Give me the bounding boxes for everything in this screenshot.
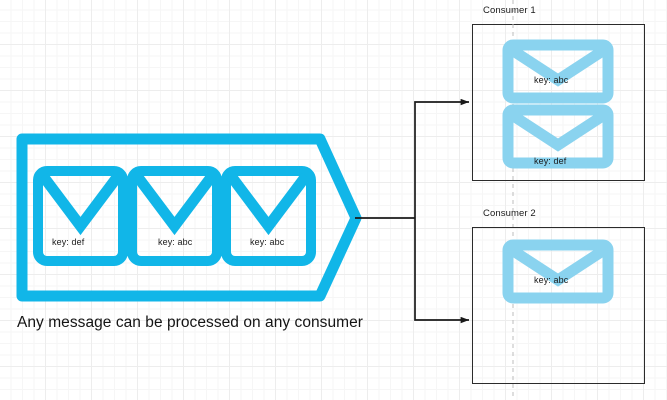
consumer-2-label: Consumer 2 <box>483 208 536 219</box>
consumer-2-box[interactable] <box>472 227 645 384</box>
consumer-1-message-key-1: key: abc <box>534 75 569 85</box>
topic-outline <box>16 133 362 302</box>
topic-message-key-1: key: def <box>52 237 85 247</box>
caption-text: Any message can be processed on any cons… <box>17 314 363 331</box>
consumer-1-label: Consumer 1 <box>483 5 536 16</box>
consumer-1-message-key-2: key: def <box>534 156 567 166</box>
connector-to-consumer-1 <box>414 98 470 218</box>
envelope-icon <box>33 166 128 266</box>
consumer-1-box[interactable] <box>472 24 645 181</box>
envelope-icon <box>127 166 222 266</box>
topic-message-key-3: key: abc <box>250 237 285 247</box>
envelope-icon <box>502 39 614 104</box>
envelope-icon <box>502 239 614 304</box>
envelope-icon <box>502 104 614 169</box>
connector-to-consumer-2 <box>414 218 470 324</box>
consumer-2-message-key-1: key: abc <box>534 275 569 285</box>
envelope-icon <box>221 166 316 266</box>
topic-message-key-2: key: abc <box>158 237 193 247</box>
